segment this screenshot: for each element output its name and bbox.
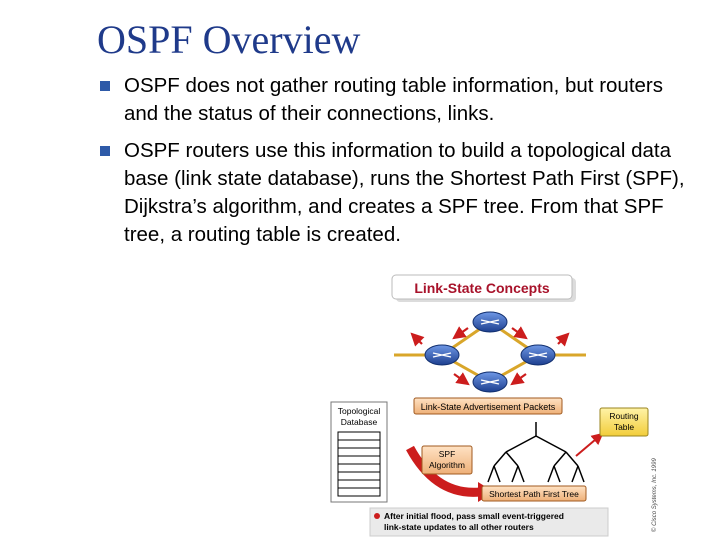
database-table-icon bbox=[337, 431, 381, 497]
note-bullet-icon bbox=[374, 513, 380, 519]
router-icon bbox=[472, 371, 508, 393]
topological-database-label: Topological bbox=[338, 406, 381, 416]
topological-database-box bbox=[330, 401, 388, 503]
spf-tree-label-box bbox=[481, 485, 587, 502]
lsa-arrows bbox=[410, 326, 570, 386]
note-text: After initial flood, pass small event-tr… bbox=[384, 511, 564, 521]
to-routing-table-arrow bbox=[575, 432, 604, 457]
note-text: link-state updates to all other routers bbox=[384, 522, 534, 532]
bullet-square-icon bbox=[100, 81, 110, 91]
diagram-heading: Link-State Concepts bbox=[414, 280, 550, 296]
link-state-diagram: Link-State Concepts bbox=[330, 274, 658, 537]
router-icon bbox=[520, 344, 556, 366]
copyright-text: © Cisco Systems, Inc. 1999 bbox=[651, 458, 658, 532]
slide-title: OSPF Overview bbox=[97, 17, 361, 62]
spf-algorithm-box bbox=[421, 445, 473, 475]
routing-table-box bbox=[599, 407, 649, 437]
lsa-label: Link-State Advertisement Packets bbox=[421, 402, 556, 412]
bullet-text: OSPF does not gather routing table infor… bbox=[124, 74, 663, 125]
spf-flow-arrow bbox=[406, 445, 481, 497]
bullet-square-icon bbox=[100, 146, 110, 156]
routing-table-label: Routing bbox=[609, 411, 639, 421]
router-icon bbox=[472, 311, 508, 333]
note-box bbox=[369, 507, 609, 537]
heading-box bbox=[391, 274, 573, 300]
lsa-label-box bbox=[413, 397, 563, 415]
bullet-list: OSPF does not gather routing table infor… bbox=[100, 72, 700, 258]
router-icon bbox=[424, 344, 460, 366]
spf-algorithm-label: SPF bbox=[439, 449, 456, 459]
bullet-item: OSPF does not gather routing table infor… bbox=[100, 72, 700, 128]
topological-database-label: Database bbox=[341, 417, 378, 427]
routing-table-label: Table bbox=[614, 422, 635, 432]
spf-tree-label: Shortest Path First Tree bbox=[489, 489, 579, 499]
spf-tree-icon bbox=[487, 422, 585, 483]
bullet-item: OSPF routers use this information to bui… bbox=[100, 137, 700, 249]
bullet-text: OSPF routers use this information to bui… bbox=[124, 139, 685, 246]
spf-algorithm-label: Algorithm bbox=[429, 460, 465, 470]
